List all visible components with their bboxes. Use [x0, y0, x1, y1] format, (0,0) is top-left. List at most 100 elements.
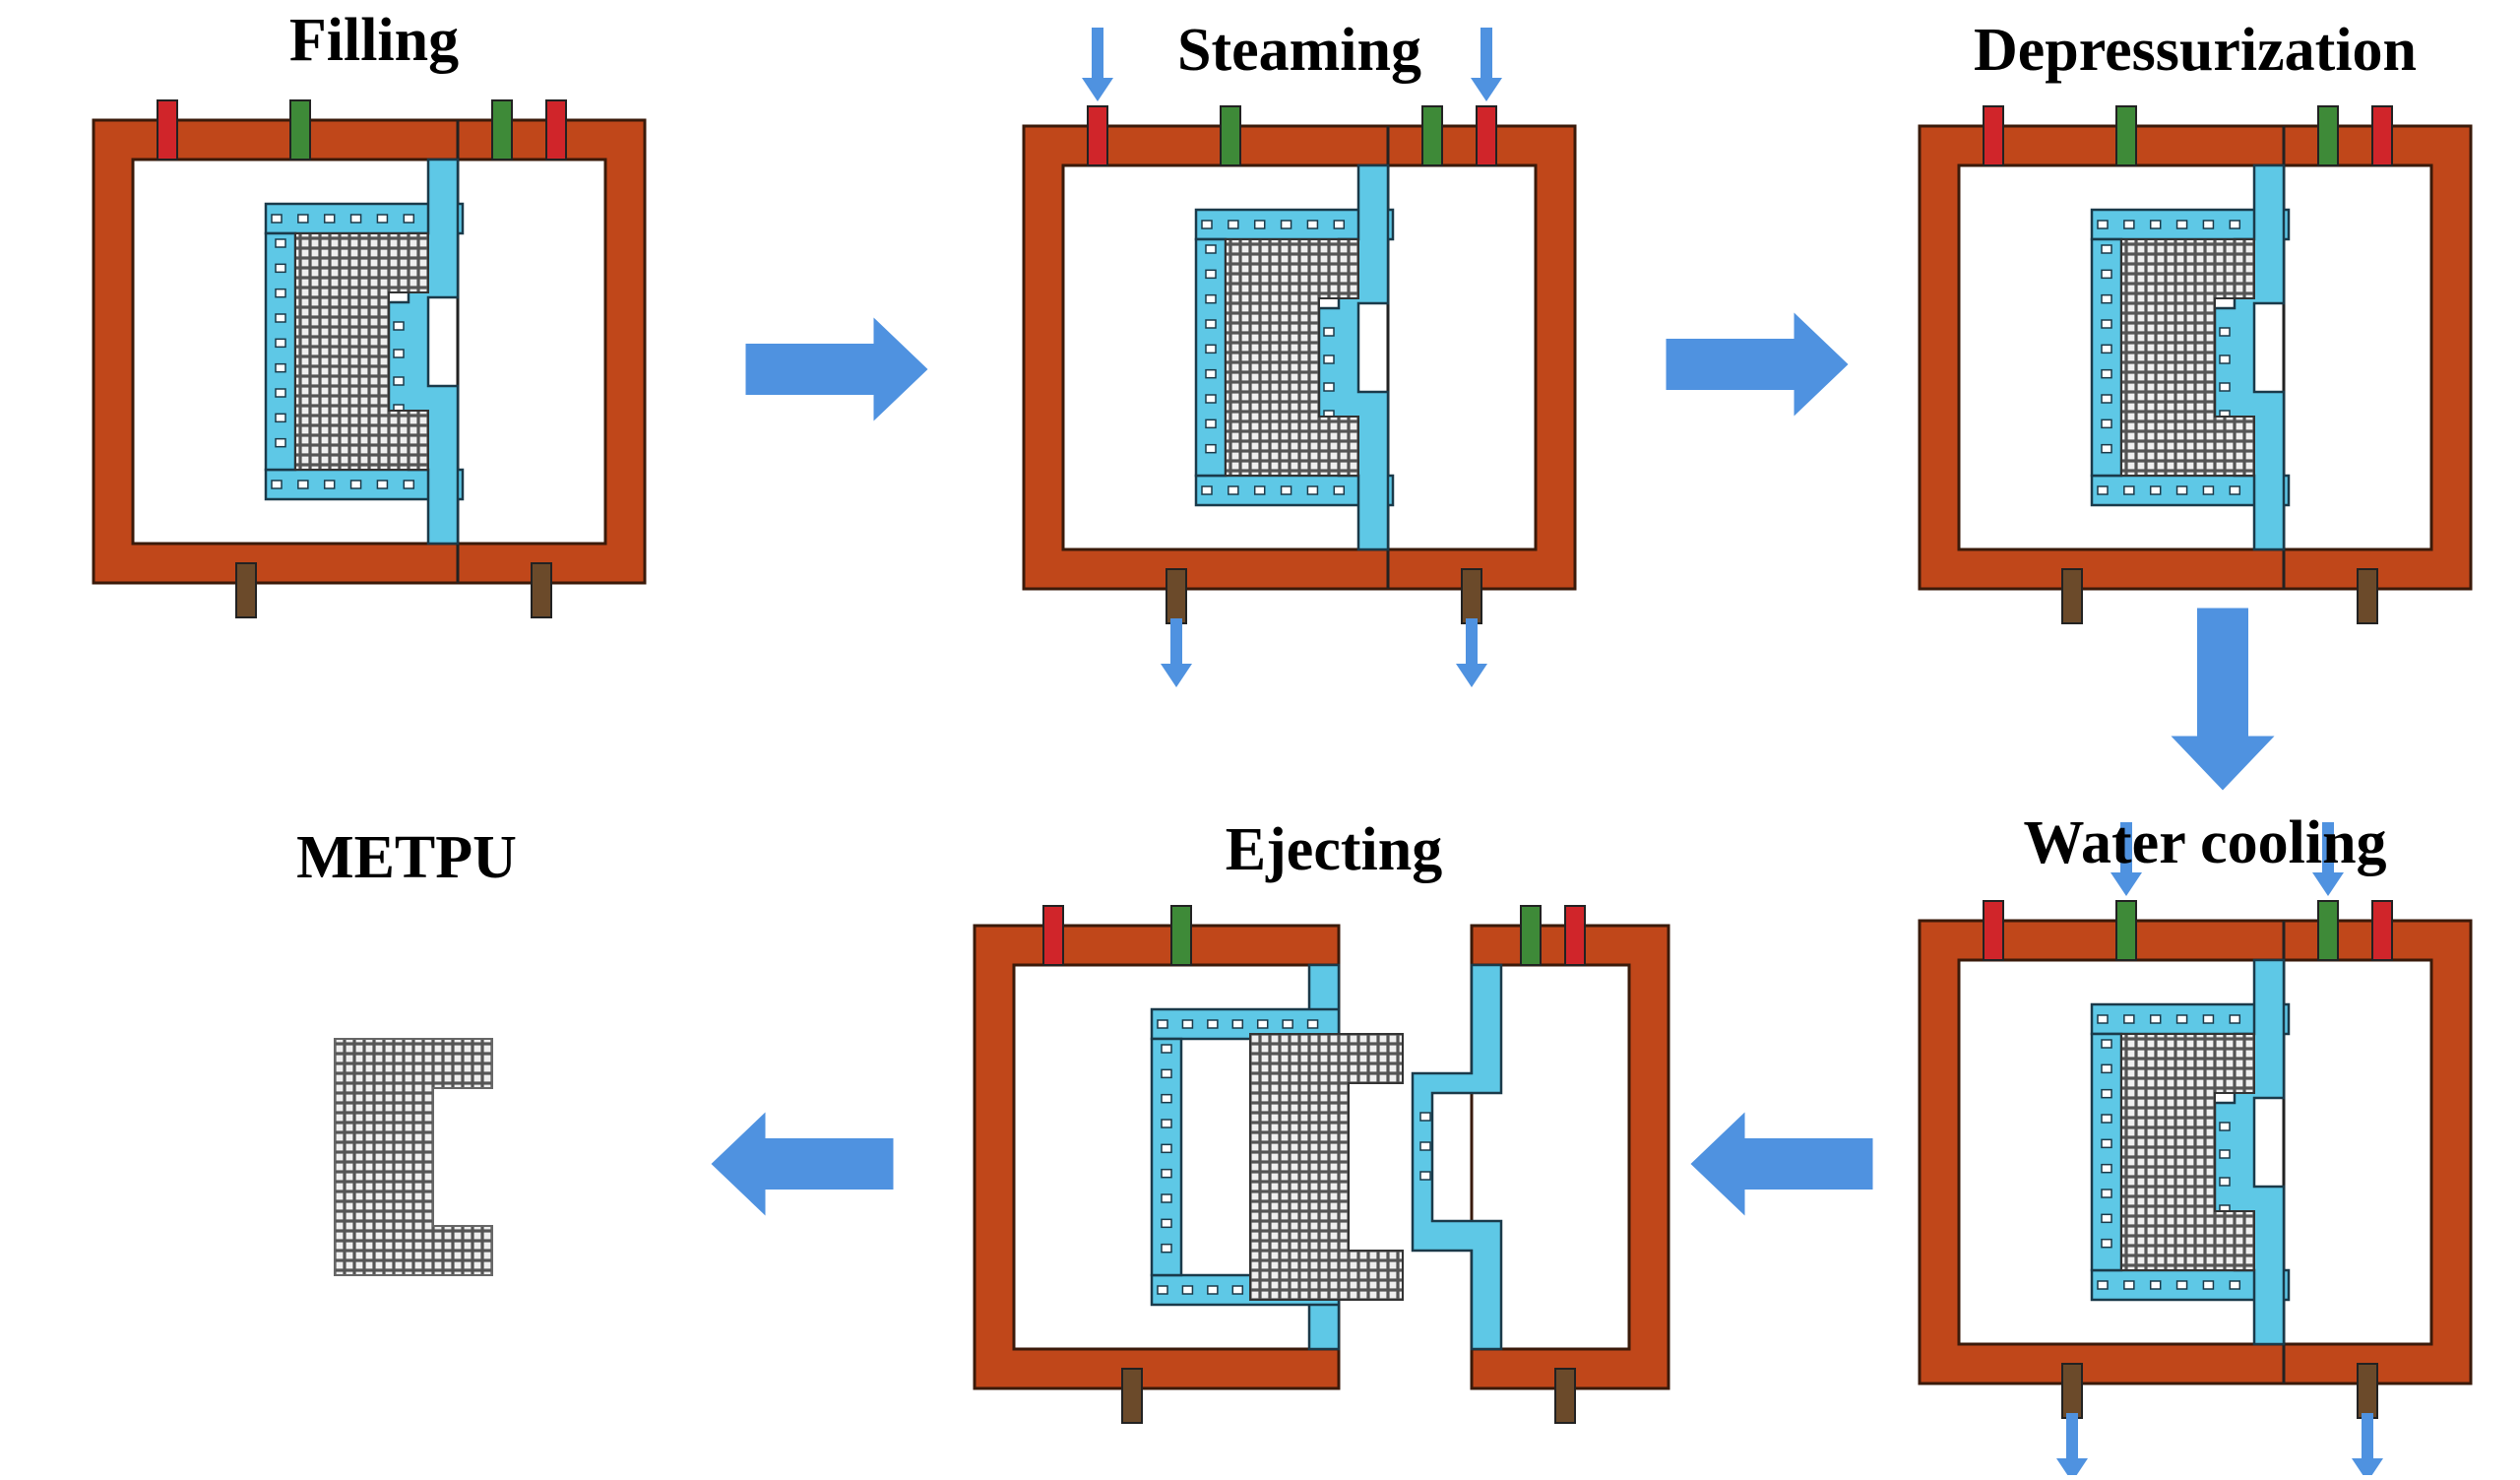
vent-slot: [1205, 244, 1217, 254]
vent-slot: [1280, 220, 1292, 229]
inlet-flow-arrow: [1082, 28, 1113, 101]
vent-slot: [1161, 1193, 1172, 1203]
vent-slot: [1161, 1168, 1172, 1179]
process-arrow-5: [711, 1112, 894, 1216]
drain-valve: [531, 562, 552, 618]
vent-slot: [2097, 220, 2109, 229]
vent-slot: [2123, 1280, 2135, 1290]
process-arrow-1: [745, 317, 928, 421]
vent-slot: [1181, 1285, 1194, 1295]
vent-slot: [2101, 269, 2112, 280]
vent-slot: [393, 349, 405, 358]
vent-slot: [275, 288, 286, 298]
vent-slot: [1205, 319, 1217, 329]
vent-slot: [1231, 1285, 1244, 1295]
vent-slot: [1306, 485, 1319, 495]
vent-slot: [1323, 354, 1335, 364]
inlet-valve: [1564, 905, 1586, 966]
vent-slot: [271, 214, 283, 224]
vent-slot: [2219, 382, 2231, 392]
vent-slot: [1205, 418, 1217, 429]
flow-arrow-shaft: [1466, 618, 1478, 666]
flow-arrow-shaft: [2120, 822, 2132, 874]
vent-slot: [349, 480, 362, 489]
vent-slot: [2101, 1039, 2112, 1049]
arrows-layer: [711, 312, 2275, 1216]
flow-arrow-head: [2312, 872, 2344, 896]
step-label-depressurization: Depressurization: [1973, 17, 2418, 84]
vent-slot: [2101, 368, 2112, 379]
drain-valve: [2061, 1363, 2083, 1419]
vent-valve: [2317, 105, 2339, 166]
mold-ejecting: [973, 905, 1670, 1424]
vent-slot: [1157, 1019, 1168, 1029]
vent-slot: [275, 362, 286, 373]
flow-arrow-head: [1082, 78, 1113, 101]
vent-slot: [2219, 327, 2231, 337]
vent-valve: [289, 99, 311, 161]
vent-slot: [2219, 1149, 2231, 1159]
mold-steaming: [1022, 28, 1577, 687]
step-label-metpu: METPU: [296, 824, 517, 891]
vent-slot: [1207, 1285, 1219, 1295]
vent-slot: [1161, 1119, 1172, 1128]
vent-slot: [1205, 344, 1217, 354]
vent-slot: [1282, 1019, 1293, 1029]
inlet-valve: [1476, 105, 1497, 166]
drain-valve: [2357, 1363, 2378, 1419]
chamber-moving-half: [1411, 963, 1503, 1351]
vent-slot: [349, 214, 362, 224]
flow-arrow-shaft: [2322, 822, 2334, 874]
vent-slot: [1256, 1019, 1269, 1029]
vent-slot: [2101, 1238, 2112, 1249]
vent-slot: [1181, 1019, 1194, 1029]
step-label-water-cooling: Water cooling: [2023, 809, 2387, 876]
vent-slot: [1161, 1143, 1172, 1154]
vent-slot: [2101, 1213, 2112, 1224]
vent-slot: [2175, 485, 2188, 495]
vent-slot: [2101, 394, 2112, 404]
vent-slot: [1253, 220, 1266, 229]
foam-part: [294, 232, 429, 471]
vent-slot: [1161, 1068, 1172, 1079]
vent-slot: [2101, 1163, 2112, 1174]
flow-arrow-head: [1471, 78, 1502, 101]
inlet-flow-arrow: [1471, 28, 1502, 101]
vent-slot: [393, 376, 405, 386]
vent-slot: [2202, 1014, 2215, 1024]
vent-slot: [2101, 418, 2112, 429]
vent-slot: [1228, 220, 1239, 229]
vent-valve: [491, 99, 513, 161]
foam-part: [1225, 238, 1359, 477]
vent-slot: [376, 214, 389, 224]
vent-slot: [2101, 443, 2112, 454]
step-label-steaming: Steaming: [1177, 17, 1421, 84]
vent-slot: [1205, 394, 1217, 404]
flow-arrow-head: [2110, 872, 2142, 896]
vent-slot: [1419, 1112, 1431, 1122]
flow-arrow-head: [1161, 664, 1192, 687]
flow-arrow-shaft: [1170, 618, 1182, 666]
vent-slot: [275, 238, 286, 248]
vent-slot: [1333, 220, 1346, 229]
drain-flow-arrow: [1456, 618, 1487, 687]
molds-layer: [92, 28, 2473, 1480]
drain-valve: [1554, 1368, 1576, 1424]
vent-slot: [2202, 220, 2215, 229]
process-arrow-2: [1666, 312, 1849, 417]
vent-slot: [2101, 344, 2112, 354]
vent-slot: [2123, 220, 2135, 229]
vent-slot: [2229, 485, 2241, 495]
vent-slot: [1157, 1285, 1168, 1295]
vent-slot: [1306, 1019, 1319, 1029]
inlet-valve: [1983, 900, 2004, 961]
vent-slot: [2101, 319, 2112, 329]
inlet-valve: [157, 99, 178, 161]
vent-slot: [1323, 382, 1335, 392]
vent-valve: [2115, 900, 2137, 961]
vent-slot: [2219, 1122, 2231, 1131]
vent-slot: [1333, 485, 1346, 495]
vent-slot: [2175, 220, 2188, 229]
